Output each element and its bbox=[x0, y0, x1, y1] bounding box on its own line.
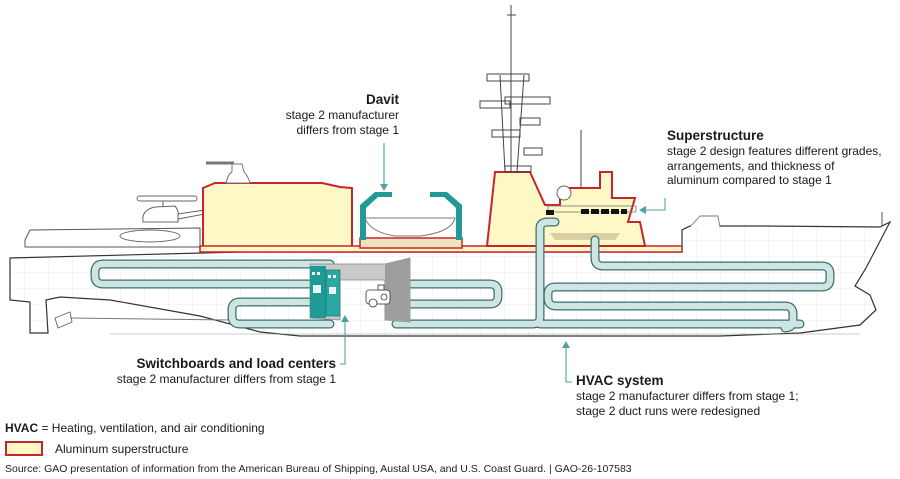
davit-arm-fwd bbox=[430, 192, 462, 240]
anchor-gear bbox=[689, 215, 721, 228]
generator-icon bbox=[365, 284, 391, 308]
legend-abbr-term: HVAC bbox=[5, 421, 39, 435]
mast bbox=[479, 5, 582, 188]
helipad-marking bbox=[119, 229, 181, 243]
superstructure-outline bbox=[485, 171, 647, 247]
superstructure bbox=[485, 171, 647, 247]
callout-switchboards: Switchboards and load centers stage 2 ma… bbox=[100, 355, 336, 387]
davit-desc-2: differs from stage 1 bbox=[296, 122, 400, 137]
flight-deck bbox=[24, 227, 201, 248]
hvac-title: HVAC system bbox=[576, 373, 664, 388]
rescue-boat-icon bbox=[364, 217, 456, 237]
leader-lines bbox=[340, 143, 666, 383]
switchboards-desc-1: stage 2 manufacturer differs from stage … bbox=[116, 372, 336, 386]
switchboard-room bbox=[309, 257, 411, 323]
legend-aluminum: Aluminum superstructure bbox=[5, 441, 188, 456]
legend-abbr-definition: = Heating, ventilation, and air conditio… bbox=[38, 421, 265, 435]
propeller-icon bbox=[54, 311, 231, 329]
davit-base bbox=[359, 237, 463, 249]
legend-aluminum-label: Aluminum superstructure bbox=[55, 441, 189, 456]
superstructure-title: Superstructure bbox=[667, 128, 764, 143]
superstructure-desc-1: stage 2 design features different grades… bbox=[667, 144, 882, 158]
hvac-desc-2: stage 2 duct runs were redesigned bbox=[576, 403, 761, 418]
hull bbox=[9, 212, 892, 337]
switchboards-title: Switchboards and load centers bbox=[136, 356, 336, 371]
hvac-desc-1: stage 2 manufacturer differs from stage … bbox=[576, 389, 799, 403]
hangar bbox=[202, 161, 353, 248]
superstructure-arrow bbox=[639, 206, 646, 214]
bridge-windows bbox=[546, 209, 627, 215]
helicopter-icon bbox=[136, 195, 206, 223]
switchboard-leader bbox=[340, 320, 346, 365]
radome-icon bbox=[556, 185, 572, 201]
hvac-arrow bbox=[562, 341, 570, 348]
davit-desc-1: stage 2 manufacturer bbox=[285, 108, 399, 122]
callout-hvac: HVAC system stage 2 manufacturer differs… bbox=[576, 372, 816, 418]
hvac-leader bbox=[565, 346, 572, 383]
aluminum-swatch bbox=[5, 441, 43, 456]
davit bbox=[359, 192, 463, 249]
switchboard-arrow bbox=[341, 315, 349, 322]
source-note: Source: GAO presentation of information … bbox=[5, 463, 632, 475]
hvac-ducts bbox=[90, 217, 835, 333]
superstructure-leader bbox=[645, 198, 666, 211]
superstructure-desc-2: arrangements, and thickness of bbox=[667, 158, 835, 173]
davit-title: Davit bbox=[365, 92, 399, 107]
callout-davit: Davit stage 2 manufacturer differs from … bbox=[262, 91, 399, 137]
superstructure-desc-3: aluminum compared to stage 1 bbox=[667, 173, 832, 187]
davit-arrow bbox=[380, 184, 388, 191]
callout-superstructure: Superstructure stage 2 design features d… bbox=[667, 127, 900, 188]
room-side-wall bbox=[385, 258, 410, 322]
gun-mount-icon bbox=[225, 163, 251, 184]
superstructure-shadow bbox=[550, 233, 620, 240]
davit-arm-aft bbox=[360, 192, 392, 240]
legend-abbreviation: HVAC = Heating, ventilation, and air con… bbox=[5, 421, 265, 435]
